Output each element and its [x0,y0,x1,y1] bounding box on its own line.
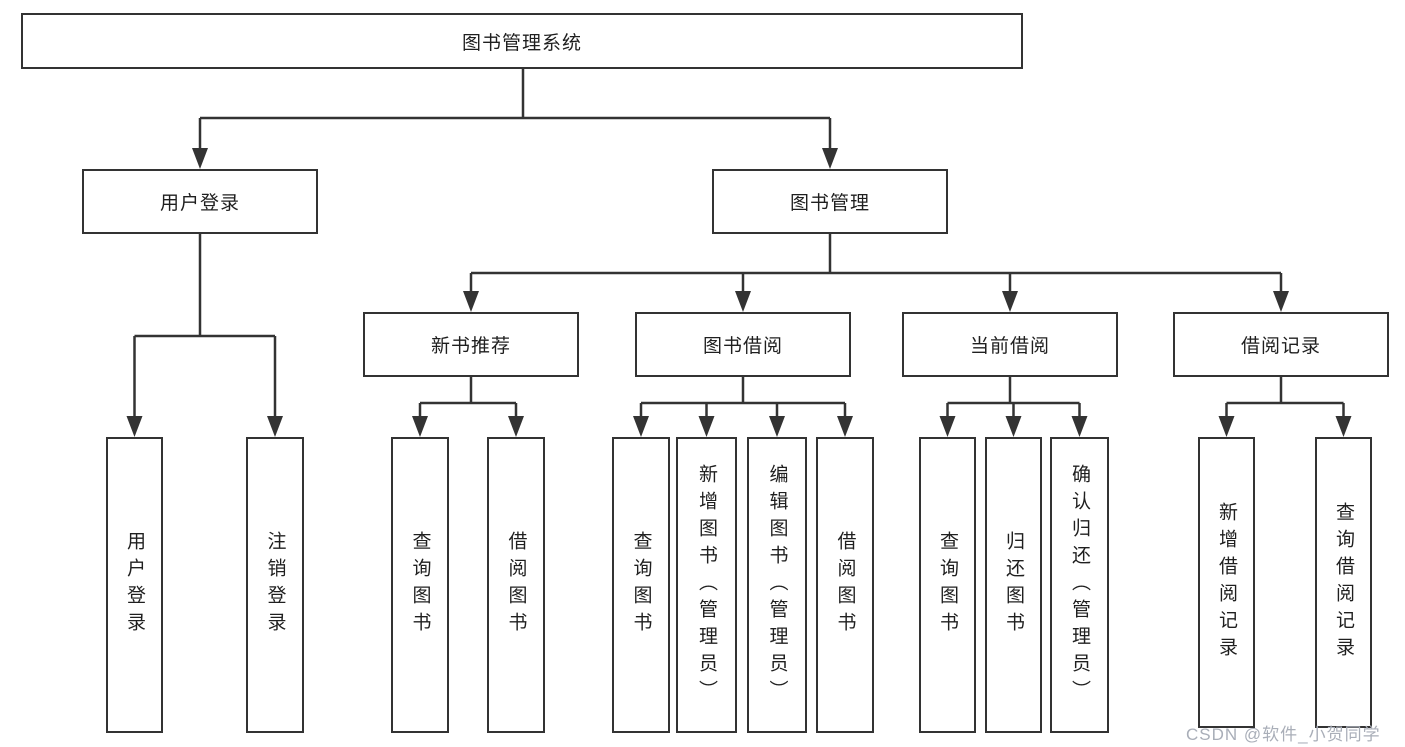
leaf-add-borrow-record-label: 新增借阅记录 [1216,501,1237,664]
node-book-borrow: 图书借阅 [635,312,851,377]
node-borrow-records: 借阅记录 [1173,312,1389,377]
leaf-current-query-book: 查询图书 [919,437,976,733]
leaf-borrow-borrow-book: 借阅图书 [816,437,874,733]
leaf-recommend-query-book-label: 查询图书 [409,531,431,639]
leaf-user-login: 用户登录 [106,437,163,733]
leaf-edit-book-admin-label: 编辑图书（管理员） [766,463,788,707]
leaf-borrow-query-book-label: 查询图书 [630,531,652,639]
leaf-current-query-book-label: 查询图书 [937,531,958,639]
csdn-watermark: CSDN @软件_小贺同学 [1186,725,1381,744]
leaf-logout: 注销登录 [246,437,304,733]
leaf-confirm-return-admin: 确认归还（管理员） [1050,437,1109,733]
node-user-login: 用户登录 [82,169,318,234]
node-current-borrow-label: 当前借阅 [969,336,1050,357]
node-root-label: 图书管理系统 [461,32,582,54]
leaf-return-book-label: 归还图书 [1003,531,1024,639]
node-book-management-label: 图书管理 [789,193,870,214]
leaf-add-book-admin: 新增图书（管理员） [676,437,737,733]
leaf-query-borrow-record: 查询借阅记录 [1315,437,1372,728]
leaf-recommend-query-book: 查询图书 [391,437,449,733]
connector-edges [133,68,1345,420]
leaf-edit-book-admin: 编辑图书（管理员） [747,437,807,733]
leaf-query-borrow-record-label: 查询借阅记录 [1333,501,1354,664]
leaf-add-book-admin-label: 新增图书（管理员） [696,463,717,707]
leaf-logout-label: 注销登录 [264,531,286,639]
leaf-recommend-borrow-book: 借阅图书 [487,437,545,733]
leaf-borrow-borrow-book-label: 借阅图书 [834,531,856,639]
node-root: 图书管理系统 [21,13,1023,69]
leaf-recommend-borrow-book-label: 借阅图书 [505,531,527,639]
node-user-login-label: 用户登录 [159,193,240,214]
node-new-book-recommend-label: 新书推荐 [430,336,511,357]
leaf-confirm-return-admin-label: 确认归还（管理员） [1069,463,1090,707]
leaf-return-book: 归还图书 [985,437,1042,733]
leaf-add-borrow-record: 新增借阅记录 [1198,437,1255,728]
node-borrow-records-label: 借阅记录 [1240,336,1321,357]
leaf-user-login-label: 用户登录 [124,531,145,639]
arrowheads [126,148,1352,437]
node-book-borrow-label: 图书借阅 [702,336,783,357]
node-book-management: 图书管理 [712,169,948,234]
node-current-borrow: 当前借阅 [902,312,1118,377]
node-new-book-recommend: 新书推荐 [363,312,579,377]
leaf-borrow-query-book: 查询图书 [612,437,670,733]
